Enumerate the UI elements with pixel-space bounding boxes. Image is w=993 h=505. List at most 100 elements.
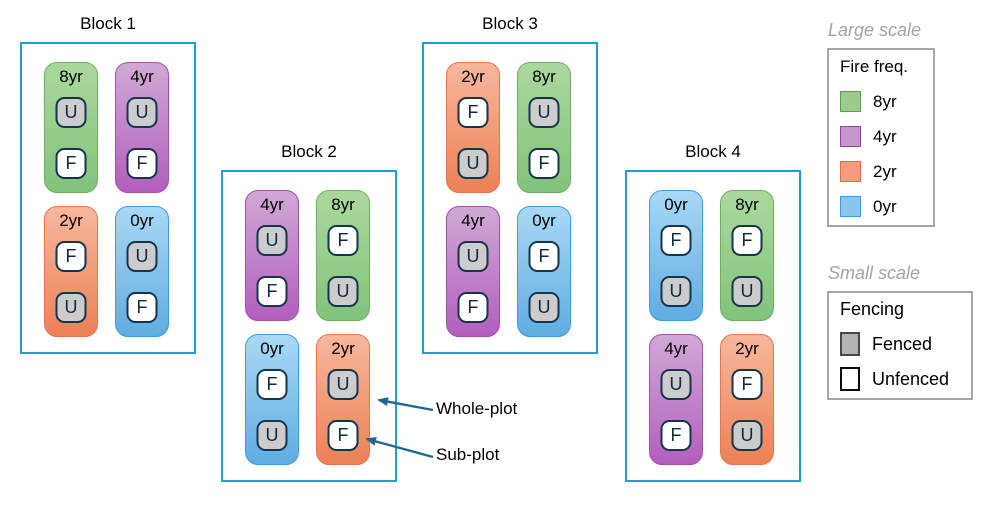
whole-plot: 8yr U F: [517, 62, 571, 193]
sub-plot: F: [660, 420, 692, 451]
fire-frequency-label: 4yr: [130, 67, 154, 86]
fencing-letter: F: [538, 153, 550, 173]
fire-frequency-label: 0yr: [130, 211, 154, 230]
fencing-letter: U: [466, 246, 480, 266]
fencing-letter: U: [336, 374, 350, 394]
whole-plot: 2yr F U: [720, 334, 774, 465]
whole-plot: 2yr U F: [316, 334, 370, 465]
sub-plot: F: [731, 369, 763, 400]
block-box: 0yr F U 8yr F U 4yr U F 2yr F U: [625, 170, 801, 482]
fire-frequency-label: 2yr: [735, 339, 759, 358]
fire-freq-legend-box: Fire freq. 8yr 4yr 2yr 0yr: [827, 48, 935, 227]
block-box: 8yr U F 4yr U F 2yr F U 0yr U F: [20, 42, 196, 354]
fire-frequency-label: 4yr: [664, 339, 688, 358]
sub-plot: F: [55, 241, 87, 272]
sub-plot: U: [256, 225, 288, 256]
whole-plot: 2yr F U: [446, 62, 500, 193]
legend-row: Fenced: [840, 332, 971, 356]
block-title: Block 1: [80, 14, 136, 33]
fencing-letter: U: [740, 281, 754, 301]
fencing-letter: U: [265, 425, 279, 445]
fire-frequency-label: 2yr: [59, 211, 83, 230]
fire-frequency-label: 4yr: [461, 211, 485, 230]
fencing-letter: F: [741, 374, 753, 394]
sub-plot: F: [528, 148, 560, 179]
fencing-letter: U: [336, 281, 350, 301]
fencing-letter: U: [537, 102, 551, 122]
legend-row: 8yr: [840, 91, 933, 112]
whole-plot: 8yr F U: [720, 190, 774, 321]
whole-plot: 4yr U F: [649, 334, 703, 465]
legend-label: 0yr: [873, 196, 897, 216]
sub-plot: F: [660, 225, 692, 256]
fencing-letter: U: [265, 230, 279, 250]
sub-plot: U: [457, 148, 489, 179]
sub-plot: F: [457, 97, 489, 128]
fencing-letter: U: [537, 297, 551, 317]
sub-plot: F: [327, 420, 359, 451]
fencing-letter: F: [337, 230, 349, 250]
whole-plot: 0yr F U: [649, 190, 703, 321]
large-scale-heading: Large scale: [828, 20, 922, 40]
fencing-letter: F: [467, 297, 479, 317]
sub-plot: U: [55, 292, 87, 323]
fencing-letter: F: [65, 153, 77, 173]
unfenced-square-icon: [840, 367, 860, 391]
legend-label: 8yr: [873, 91, 897, 111]
block-4: Block 4 0yr F U 8yr F U 4yr U F 2yr F U: [625, 140, 801, 482]
fire-frequency-label: 0yr: [260, 339, 284, 358]
block-box: 4yr U F 8yr F U 0yr F U 2yr U F: [221, 170, 397, 482]
swatch-8yr-icon: [840, 91, 861, 112]
fencing-letter: F: [467, 102, 479, 122]
fencing-letter: U: [64, 297, 78, 317]
small-scale-legend: Small scale Fencing Fenced Unfenced: [827, 263, 973, 400]
legend-label: Unfenced: [872, 368, 950, 389]
block-3: Block 3 2yr F U 8yr U F 4yr U F 0yr F U: [422, 12, 598, 354]
sub-plot: F: [256, 276, 288, 307]
swatch-0yr-icon: [840, 196, 861, 217]
sub-plot: U: [660, 276, 692, 307]
sub-plot: U: [457, 241, 489, 272]
sub-plot: U: [731, 420, 763, 451]
sub-plot: U: [660, 369, 692, 400]
fencing-letter: U: [669, 374, 683, 394]
sub-plot: U: [327, 276, 359, 307]
fencing-letter: U: [466, 153, 480, 173]
block-1: Block 1 8yr U F 4yr U F 2yr F U 0yr U F: [20, 12, 196, 354]
whole-plot-annotation: Whole-plot: [436, 399, 518, 418]
fencing-letter: F: [538, 246, 550, 266]
swatch-4yr-icon: [840, 126, 861, 147]
sub-plot: U: [528, 292, 560, 323]
sub-plot-annotation: Sub-plot: [436, 445, 500, 464]
legend-label: 4yr: [873, 126, 897, 146]
whole-plot: 0yr F U: [517, 206, 571, 337]
fencing-letter: U: [64, 102, 78, 122]
fencing-letter: F: [337, 425, 349, 445]
fire-freq-legend-title: Fire freq.: [840, 57, 909, 76]
whole-plot: 4yr U F: [115, 62, 169, 193]
sub-plot: F: [457, 292, 489, 323]
block-2: Block 2 4yr U F 8yr F U 0yr F U 2yr U F: [221, 140, 397, 482]
fencing-letter: F: [136, 153, 148, 173]
sub-plot: U: [126, 97, 158, 128]
legend-row: 2yr: [840, 161, 933, 182]
fencing-letter: F: [741, 230, 753, 250]
block-title: Block 2: [281, 142, 337, 161]
fencing-letter: U: [669, 281, 683, 301]
sub-plot: F: [126, 292, 158, 323]
sub-plot: U: [256, 420, 288, 451]
fencing-letter: F: [670, 425, 682, 445]
fencing-letter: U: [135, 246, 149, 266]
fencing-legend-title: Fencing: [840, 299, 905, 319]
sub-plot: F: [256, 369, 288, 400]
fire-frequency-label: 2yr: [461, 67, 485, 86]
whole-plot: 0yr F U: [245, 334, 299, 465]
sub-plot: F: [55, 148, 87, 179]
sub-plot: U: [126, 241, 158, 272]
fenced-square-icon: [840, 332, 860, 356]
sub-plot: U: [327, 369, 359, 400]
block-title: Block 4: [685, 142, 741, 161]
legend-row: 4yr: [840, 126, 933, 147]
sub-plot: U: [731, 276, 763, 307]
fire-frequency-label: 8yr: [532, 67, 556, 86]
